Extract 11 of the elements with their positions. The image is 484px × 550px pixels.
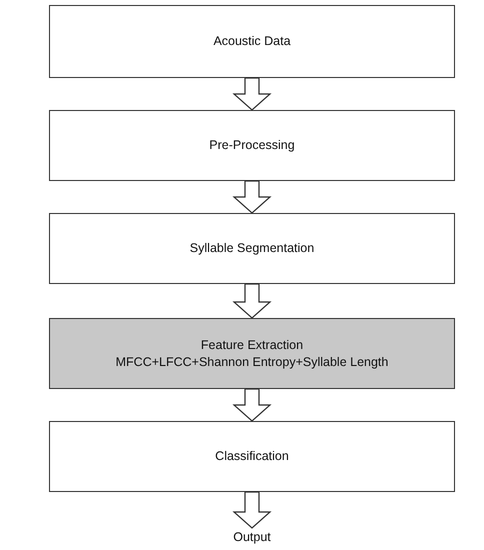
block-arrow — [232, 180, 272, 214]
process-box: Classification — [49, 421, 455, 492]
block-arrow — [232, 283, 272, 319]
process-box: Feature Extraction MFCC+LFCC+Shannon Entropy+Syllable Length — [49, 318, 455, 389]
block-arrow — [232, 77, 272, 111]
process-box: Syllable Segmentation — [49, 213, 455, 284]
block-arrow — [232, 388, 272, 422]
process-box: Acoustic Data — [49, 5, 455, 78]
process-box: Pre-Processing — [49, 110, 455, 181]
block-arrow — [232, 491, 272, 529]
output-label: Output — [233, 528, 271, 546]
